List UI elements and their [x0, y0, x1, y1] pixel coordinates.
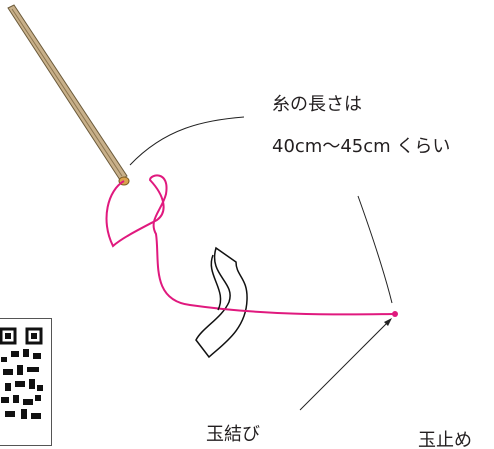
- fabric-strip: [195, 246, 248, 359]
- knot-label: 玉結び: [206, 424, 260, 445]
- thread-front-stitch: [210, 254, 222, 311]
- thread-length-leader-right: [357, 195, 393, 304]
- knot-finish-label: 玉止め: [418, 430, 472, 449]
- qr-code: [0, 318, 52, 446]
- thread-length-leader: [129, 116, 245, 166]
- thread-length-value: 40cm〜45cm くらい: [272, 136, 451, 157]
- qr-code-icon: [0, 327, 43, 419]
- thread-length-title: 糸の長さは: [272, 94, 362, 115]
- knot-arrow-line: [299, 320, 390, 411]
- needle-icon: [7, 4, 130, 186]
- thread-line: [105, 174, 395, 316]
- knot-dot: [392, 311, 398, 317]
- knot-arrowhead: [384, 318, 392, 326]
